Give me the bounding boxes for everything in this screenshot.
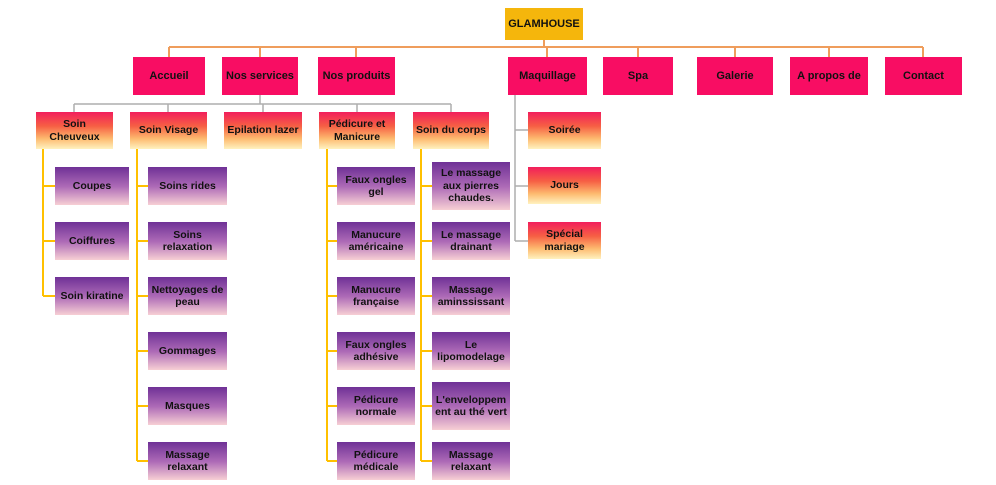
connector-soin-visage-children [136,149,148,462]
node-label: Soin kiratine [60,289,124,302]
node-soin-du-corps[interactable]: Soin du corps [413,112,489,149]
node-label: Spa [627,69,649,82]
connector-maquillage-children [514,95,528,242]
node-glamhouse[interactable]: GLAMHOUSE [505,8,583,40]
node-manucure-americaine[interactable]: Manucure américaine [337,222,415,260]
node-masques[interactable]: Masques [148,387,227,425]
node-galerie[interactable]: Galerie [697,57,773,95]
node-epilation-lazer[interactable]: Epilation lazer [224,112,302,149]
node-massage-relaxant-corps[interactable]: Massage relaxant [432,442,510,480]
node-label: Pédicure et Manicure [328,118,386,143]
node-accueil[interactable]: Accueil [133,57,205,95]
node-label: Coiffures [68,234,116,247]
node-soin-visage[interactable]: Soin Visage [130,112,207,149]
node-label: Massage relaxant [448,448,494,473]
node-label: Galerie [716,69,754,82]
node-faux-ongles-adhesive[interactable]: Faux ongles adhésive [337,332,415,370]
node-label: Maquillage [519,69,576,82]
node-manucure-francaise[interactable]: Manucure française [337,277,415,315]
node-label: Massage aminssissant [437,283,505,308]
node-lipomodelage[interactable]: Le lipomodelage [432,332,510,370]
node-nos-services[interactable]: Nos services [222,57,298,95]
node-massage-drainant[interactable]: Le massage drainant [432,222,510,260]
node-label: Soin Cheuveux [49,118,100,143]
node-label: Faux ongles gel [345,173,407,198]
node-label: Soins relaxation [162,228,213,253]
node-label: Pédicure normale [353,393,399,418]
node-pedicure-et-manicure[interactable]: Pédicure et Manicure [319,112,395,149]
node-gommages[interactable]: Gommages [148,332,227,370]
node-nettoyages-de-peau[interactable]: Nettoyages de peau [148,277,227,315]
node-label: Manucure française [351,283,401,308]
node-label: GLAMHOUSE [508,17,580,30]
node-label: Gommages [158,344,217,357]
connector-pedicure-children [326,149,337,462]
node-enveloppement-the-vert[interactable]: L'enveloppement au thé vert [432,382,510,430]
node-label: Pédicure médicale [353,448,399,473]
node-faux-ongles-gel[interactable]: Faux ongles gel [337,167,415,205]
node-label: Nettoyages de peau [151,283,224,308]
node-label: Accueil [149,69,189,82]
node-a-propos-de[interactable]: A propos de [790,57,868,95]
node-jours[interactable]: Jours [528,167,601,204]
node-label: Soin Visage [138,124,199,137]
node-massage-pierres-chaudes[interactable]: Le massage aux pierres chaudes. [432,162,510,210]
node-label: Nos services [226,69,294,82]
node-coupes[interactable]: Coupes [55,167,129,205]
connector-services-to-level3 [73,95,452,112]
node-label: A propos de [797,69,861,82]
node-label: Soin du corps [416,124,487,137]
node-spa[interactable]: Spa [603,57,673,95]
node-massage-relaxant-visage[interactable]: Massage relaxant [148,442,227,480]
node-label: Massage relaxant [165,448,210,473]
node-label: Faux ongles adhésive [345,338,407,363]
node-soiree[interactable]: Soirée [528,112,601,149]
node-label: Soins rides [159,179,216,192]
node-label: Le massage aux pierres chaudes. [440,167,502,205]
node-label: Spécial mariage [544,228,585,253]
node-label: Soirée [548,124,581,137]
connector-root-to-nav [168,40,924,57]
node-soin-cheuveux[interactable]: Soin Cheuveux [36,112,113,149]
node-soins-rides[interactable]: Soins rides [148,167,227,205]
node-nos-produits[interactable]: Nos produits [318,57,395,95]
node-label: Masques [165,399,210,412]
node-label: Contact [903,69,944,82]
node-label: Jours [550,179,579,192]
node-pedicure-normale[interactable]: Pédicure normale [337,387,415,425]
node-label: Manucure américaine [348,228,404,253]
node-special-mariage[interactable]: Spécial mariage [528,222,601,259]
node-label: Nos produits [322,69,391,82]
node-label: Coupes [72,179,112,192]
node-contact[interactable]: Contact [885,57,962,95]
node-soin-kiratine[interactable]: Soin kiratine [55,277,129,315]
connector-soin-cheuveux-children [42,149,55,297]
node-maquillage[interactable]: Maquillage [508,57,587,95]
node-soins-relaxation[interactable]: Soins relaxation [148,222,227,260]
node-coiffures[interactable]: Coiffures [55,222,129,260]
node-label: L'enveloppement au thé vert [435,393,507,418]
node-label: Epilation lazer [227,124,299,137]
node-massage-aminssissant[interactable]: Massage aminssissant [432,277,510,315]
connector-soin-du-corps-children [420,149,432,462]
node-label: Le lipomodelage [437,338,505,363]
node-pedicure-medicale[interactable]: Pédicure médicale [337,442,415,480]
node-label: Le massage drainant [440,228,502,253]
